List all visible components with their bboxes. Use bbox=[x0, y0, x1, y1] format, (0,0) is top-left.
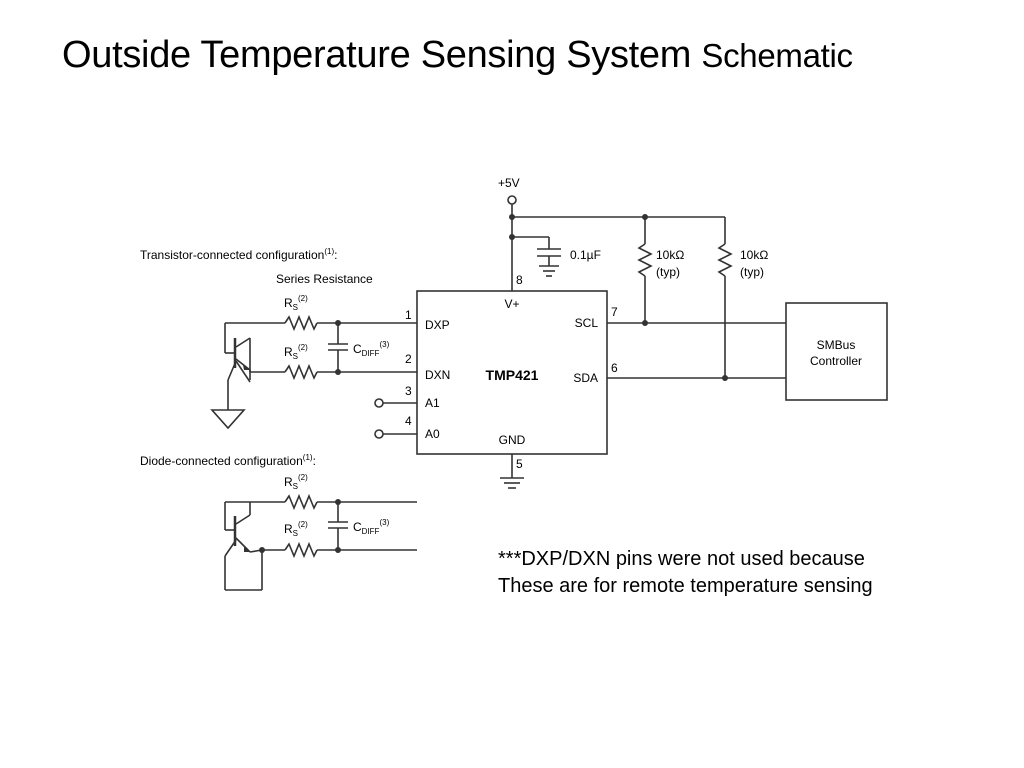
junction-dot bbox=[509, 214, 515, 220]
supply-label: +5V bbox=[498, 176, 520, 190]
pin-num-8: 8 bbox=[516, 273, 523, 287]
pullup-resistor-scl bbox=[637, 217, 653, 323]
rs-label: RS(2) bbox=[284, 473, 308, 491]
rs-label: RS(2) bbox=[284, 520, 308, 538]
transistor-circuit bbox=[210, 314, 417, 430]
series-resistance-label: Series Resistance bbox=[276, 272, 373, 286]
rs-label: RS(2) bbox=[284, 294, 308, 312]
diode-config-label: Diode-connected configuration(1): bbox=[140, 453, 316, 468]
pin-num-3: 3 bbox=[405, 384, 412, 398]
cap-value-label: 0.1µF bbox=[570, 248, 601, 262]
pin-name-a1: A1 bbox=[425, 396, 440, 410]
pin-num-7: 7 bbox=[611, 305, 618, 319]
transistor-config-label: Transistor-connected configuration(1): bbox=[140, 247, 337, 262]
footnote-text: ***DXP/DXN pins were not used because Th… bbox=[498, 546, 873, 600]
tmp421-chip bbox=[416, 290, 608, 455]
pin-name-vplus: V+ bbox=[504, 297, 519, 311]
pin-num-2: 2 bbox=[405, 352, 412, 366]
pullup-value-label: 10kΩ bbox=[740, 248, 768, 262]
controller-label-line2: Controller bbox=[810, 354, 862, 368]
pin-num-5: 5 bbox=[516, 457, 523, 471]
pin-num-1: 1 bbox=[405, 308, 412, 322]
pin-num-4: 4 bbox=[405, 414, 412, 428]
pullup-resistor-sda bbox=[717, 217, 733, 378]
supply-wiring bbox=[507, 195, 725, 291]
pin-name-a0: A0 bbox=[425, 427, 440, 441]
rs-label: RS(2) bbox=[284, 343, 308, 361]
note-line-2: These are for remote temperature sensing bbox=[498, 575, 873, 597]
supply-terminal bbox=[507, 195, 517, 205]
pin-name-sda: SDA bbox=[573, 371, 598, 385]
controller-label-line1: SMBus bbox=[817, 338, 856, 352]
pin-name-scl: SCL bbox=[575, 316, 599, 330]
decoupling-capacitor bbox=[537, 248, 561, 277]
pin-name-dxp: DXP bbox=[425, 318, 450, 332]
cdiff-label: CDIFF(3) bbox=[353, 518, 390, 536]
pin-num-6: 6 bbox=[611, 361, 618, 375]
pin-name-dxn: DXN bbox=[425, 368, 450, 382]
junction-dot bbox=[722, 375, 728, 381]
junction-dot bbox=[642, 320, 648, 326]
ground-symbol bbox=[500, 454, 524, 489]
slide-title: Outside Temperature Sensing System Schem… bbox=[62, 34, 853, 77]
address-pin-wiring bbox=[374, 398, 417, 439]
title-sub: Schematic bbox=[701, 37, 853, 74]
diode-circuit bbox=[224, 493, 417, 591]
smbus-controller-box bbox=[785, 302, 888, 401]
junction-dot bbox=[509, 234, 515, 240]
pullup-value-label: 10kΩ bbox=[656, 248, 684, 262]
cdiff-label: CDIFF(3) bbox=[353, 340, 390, 358]
note-line-1: ***DXP/DXN pins were not used because bbox=[498, 548, 865, 570]
title-main: Outside Temperature Sensing System bbox=[62, 34, 692, 76]
bus-wiring bbox=[607, 320, 786, 381]
pullup-note-label: (typ) bbox=[656, 265, 680, 279]
pin-name-gnd: GND bbox=[499, 433, 526, 447]
pullup-note-label: (typ) bbox=[740, 265, 764, 279]
chip-name: TMP421 bbox=[486, 367, 539, 383]
